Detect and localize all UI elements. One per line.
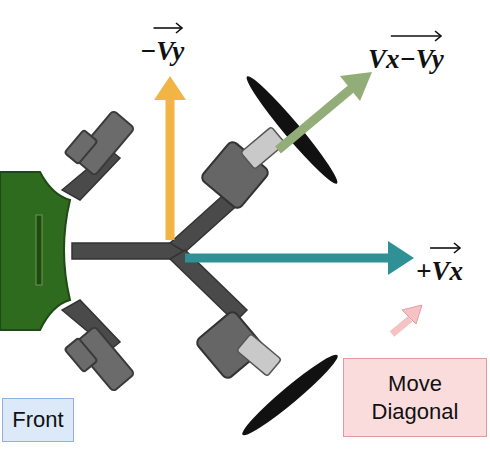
vector-overarrow <box>416 240 463 254</box>
vector-label: Vx−Vy <box>368 28 444 75</box>
vector-overarrow <box>368 28 444 42</box>
box-label: Move Diagonal <box>355 370 475 425</box>
motor <box>195 127 286 381</box>
diagonal-arrow <box>340 72 372 101</box>
box-label: Front <box>12 406 63 434</box>
pointer-arrow <box>402 305 422 324</box>
front-box: Front <box>2 398 74 442</box>
vy-arrow <box>166 98 175 240</box>
pointer-arrow <box>392 319 410 334</box>
vector-name: +Vx <box>416 256 463 286</box>
diagonal-arrow <box>278 88 352 150</box>
vy-arrow <box>154 76 186 100</box>
connector-strip <box>36 215 42 285</box>
vector-label: +Vx <box>416 240 463 287</box>
propeller <box>241 71 343 189</box>
vx-arrow <box>388 241 414 275</box>
vx-arrow <box>185 254 390 263</box>
robot-body <box>0 172 70 330</box>
wheel <box>64 110 134 391</box>
vector-name: −Vy <box>140 36 184 66</box>
vector-name: Vx−Vy <box>368 44 444 74</box>
vector-label: −Vy <box>140 20 184 67</box>
vector-overarrow <box>140 20 185 34</box>
propeller <box>237 349 342 441</box>
note-box: Move Diagonal <box>343 358 487 437</box>
